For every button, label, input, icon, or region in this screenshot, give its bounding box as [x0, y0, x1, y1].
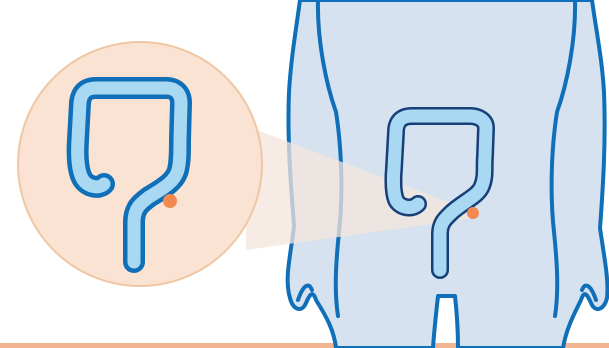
spot-in-body: [467, 207, 479, 219]
spot-magnified: [163, 194, 177, 208]
